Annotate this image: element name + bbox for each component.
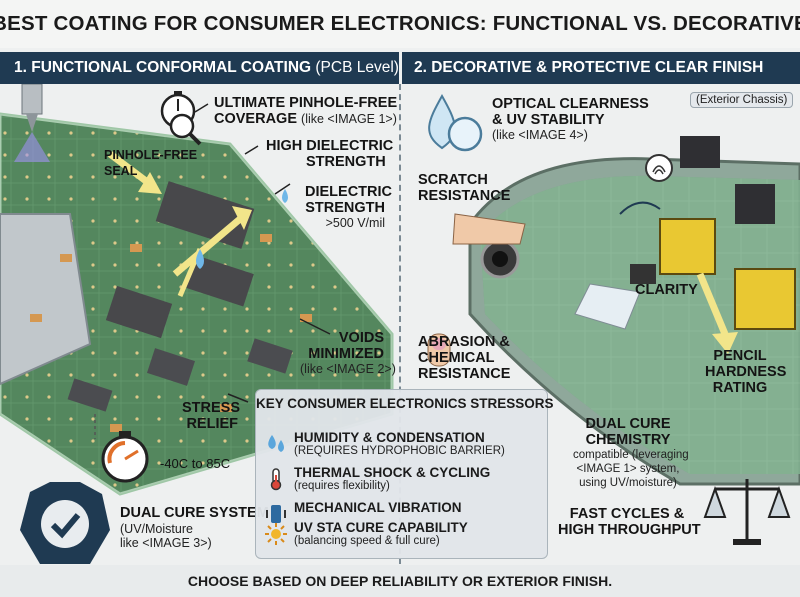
- stressor-title: UV STA CURE CAPABILITY: [294, 520, 468, 535]
- balance-scales-icon: [703, 479, 791, 545]
- clarity-label: CLARITY: [635, 282, 698, 298]
- magnifier-icon: [169, 113, 202, 146]
- stressor-title: THERMAL SHOCK & CYCLING: [294, 465, 491, 480]
- stressor-item: THERMAL SHOCK & CYCLING (requires flexib…: [264, 465, 544, 499]
- stressor-sub: (requires flexibility): [294, 480, 390, 492]
- badge-check-icon: [20, 482, 110, 564]
- optical-clearness-label: OPTICAL CLEARNESS& UV STABILITY (like <I…: [492, 96, 649, 142]
- fast-cycles-label: FAST CYCLES &HIGH THROUGHPUT: [558, 506, 701, 538]
- vibration-icon: [266, 505, 286, 523]
- stressors-panel: KEY CONSUMER ELECTRONICS STRESSORS HUMID…: [255, 389, 554, 559]
- device-chassis-right: [468, 136, 800, 486]
- stopwatch-icon: [101, 431, 149, 483]
- temperature-range: -40C to 85C: [160, 456, 231, 471]
- page-title: BEST COATING FOR CONSUMER ELECTRONICS: F…: [0, 0, 800, 48]
- water-drops-icon: [268, 435, 284, 452]
- decorative-section-heading: 2. DECORATIVE & PROTECTIVE CLEAR FINISH: [414, 59, 764, 76]
- thermometer-icon: [270, 468, 282, 491]
- stressor-item: HUMIDITY & CONDENSATION (REQUIRES HYDROP…: [264, 430, 544, 464]
- stressor-title: MECHANICAL VIBRATION: [294, 500, 462, 515]
- exterior-chassis-tag: (Exterior Chassis): [690, 92, 794, 108]
- decorative-section-header: 2. DECORATIVE & PROTECTIVE CLEAR FINISH: [402, 52, 800, 84]
- stressors-title: KEY CONSUMER ELECTRONICS STRESSORS: [256, 396, 554, 411]
- water-droplet-icon: [428, 93, 483, 152]
- stressor-item: UV STA CURE CAPABILITY (balancing speed …: [264, 520, 544, 554]
- functional-section-heading: 1. FUNCTIONAL CONFORMAL COATING: [14, 59, 312, 76]
- stressor-sub: (balancing speed & full cure): [294, 535, 440, 547]
- fingerprint-icon: [645, 154, 673, 182]
- finger-icon: [427, 213, 526, 367]
- functional-section-suffix: (PCB Level): [315, 59, 399, 76]
- functional-section-header: 1. FUNCTIONAL CONFORMAL COATING (PCB Lev…: [0, 52, 399, 84]
- stressor-item: MECHANICAL VIBRATION: [264, 500, 544, 534]
- sun-icon: [265, 523, 287, 545]
- footer-banner: CHOOSE BASED ON DEEP RELIABILITY OR EXTE…: [0, 565, 800, 597]
- stressor-sub: (REQUIRES HYDROPHOBIC BARRIER): [294, 445, 505, 457]
- section-divider: [399, 84, 401, 564]
- dual-cure-system-label: DUAL CURE SYSTEM: [120, 505, 269, 521]
- stressor-title: HUMIDITY & CONDENSATION: [294, 430, 485, 445]
